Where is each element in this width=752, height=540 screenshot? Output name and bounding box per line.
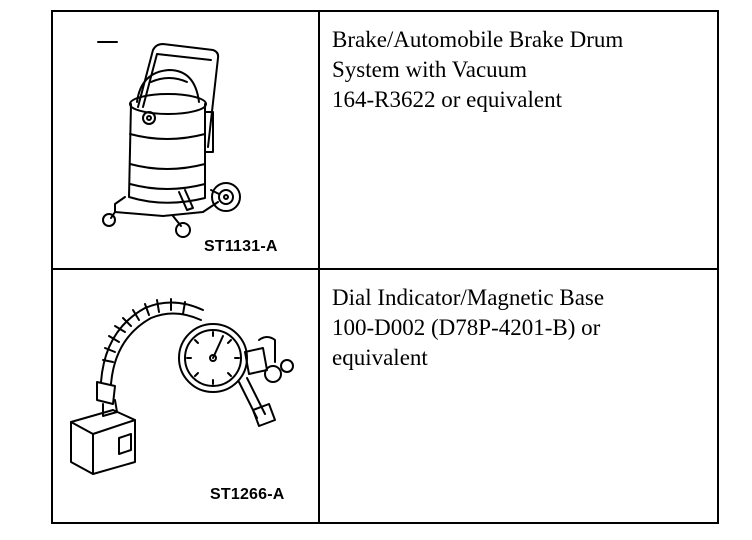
description-line: 164-R3622 or equivalent <box>332 87 562 112</box>
vacuum-icon <box>53 12 318 268</box>
tool-description: Dial Indicator/Magnetic Base 100-D002 (D… <box>332 283 604 373</box>
tool-description-cell: Brake/Automobile Brake Drum System with … <box>320 12 717 268</box>
tool-row-dial-indicator: ST1266-A Dial Indicator/Magnetic Base 10… <box>53 270 717 522</box>
figure-id: ST1131-A <box>204 238 278 255</box>
description-line: Brake/Automobile Brake Drum <box>332 27 624 52</box>
tool-description: Brake/Automobile Brake Drum System with … <box>332 25 623 115</box>
tool-illustration-cell: ST1131-A <box>53 12 320 268</box>
description-line: 100-D002 (D78P-4201-B) or <box>332 315 601 340</box>
description-line: equivalent <box>332 345 428 370</box>
tool-illustration-cell: ST1266-A <box>53 270 320 522</box>
special-tools-table: ST1131-A Brake/Automobile Brake Drum Sys… <box>51 10 719 524</box>
tool-row-vacuum: ST1131-A Brake/Automobile Brake Drum Sys… <box>53 12 717 270</box>
figure-id: ST1266-A <box>210 486 285 503</box>
tool-description-cell: Dial Indicator/Magnetic Base 100-D002 (D… <box>320 270 717 522</box>
description-line: Dial Indicator/Magnetic Base <box>332 285 605 310</box>
description-line: System with Vacuum <box>332 57 528 82</box>
dial-indicator-icon <box>53 270 318 520</box>
